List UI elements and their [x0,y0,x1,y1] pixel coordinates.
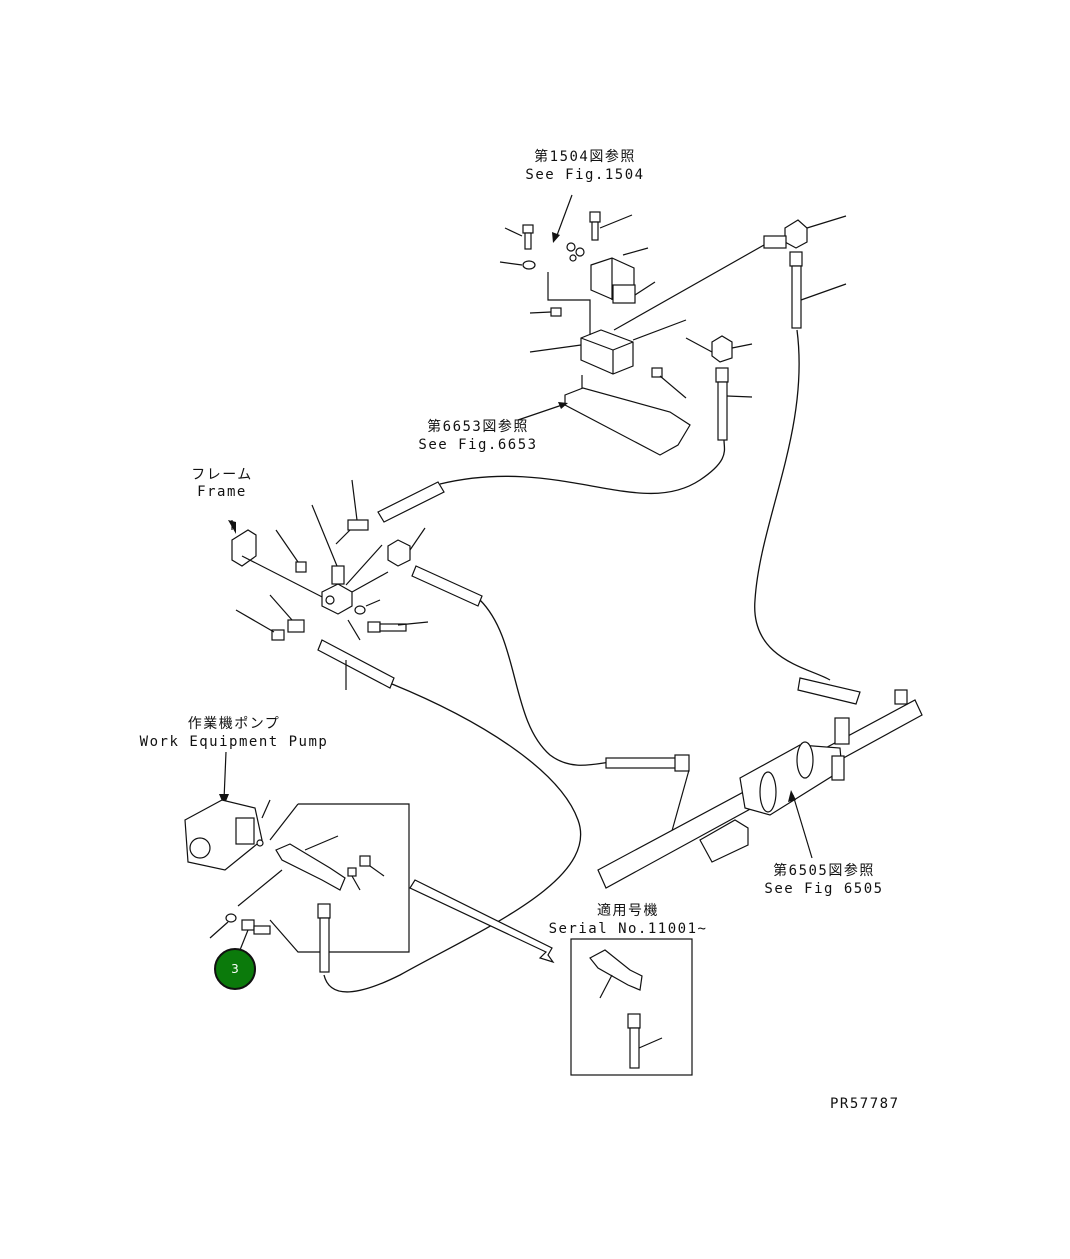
upper-right-fittings [613,215,847,441]
fig6505-label-en: See Fig 6505 [764,881,884,897]
serial-label-jp: 適用号機 [597,903,659,919]
frame-label-en: Frame [197,484,247,500]
part-callout-3[interactable]: 3 [214,948,256,990]
pump-assembly [184,751,410,973]
cylinder-assembly [597,689,923,889]
pump-label-jp: 作業機ポンプ [187,716,281,732]
valve-assembly [499,194,691,456]
frame-label-jp: フレーム [191,467,253,483]
pump-label-en: Work Equipment Pump [139,734,329,750]
fig6653-label-jp: 第6653図参照 [427,419,529,435]
fig6505-label-jp: 第6505図参照 [773,863,875,879]
fig1504-label-jp: 第1504図参照 [534,149,636,165]
serial-detail-box [409,879,693,1076]
fig6653-label-en: See Fig.6653 [418,437,538,453]
fig1504-label-en: See Fig.1504 [525,167,645,183]
hoses [317,329,861,993]
callout-number: 3 [231,962,239,976]
junction-block [228,479,429,641]
serial-label-en: Serial No.11001~ [548,921,708,937]
drawing-id: PR57787 [830,1096,900,1112]
